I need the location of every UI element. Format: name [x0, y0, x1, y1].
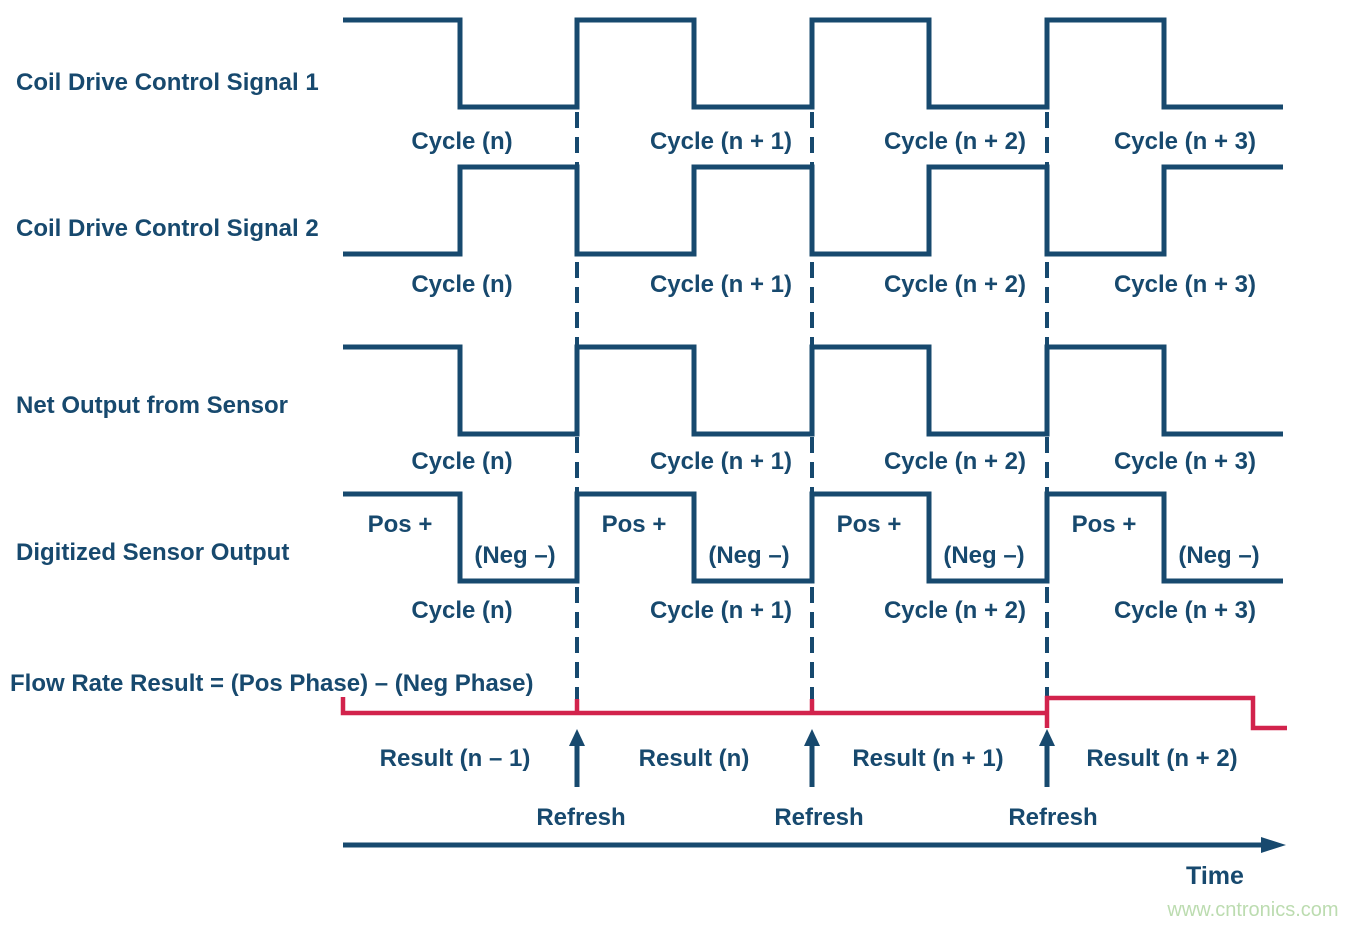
cycle-label: Cycle (n): [411, 448, 512, 475]
pos-phase-label: Pos +: [368, 511, 433, 538]
cycle-label: Cycle (n + 1): [650, 271, 792, 298]
cycle-label: Cycle (n + 1): [650, 448, 792, 475]
row-label-digitized-output: Digitized Sensor Output: [16, 539, 289, 566]
cycle-label: Cycle (n + 3): [1114, 597, 1256, 624]
cycle-label: Cycle (n): [411, 271, 512, 298]
flow-result-main-segment: [340, 697, 1047, 716]
cycle-label: Cycle (n + 3): [1114, 271, 1256, 298]
refresh-arrow-up-icon: [1039, 729, 1055, 746]
net-output-waveform: [343, 344, 1283, 437]
cycle-label: Cycle (n): [411, 128, 512, 155]
refresh-label: Refresh: [774, 804, 863, 831]
result-label: Result (n + 1): [852, 745, 1003, 772]
cycle-label: Cycle (n): [411, 597, 512, 624]
refresh-arrows: [569, 729, 1055, 787]
cycle-label: Cycle (n + 1): [650, 597, 792, 624]
flow-result-step-segment: [1044, 695, 1287, 731]
time-axis-label: Time: [1186, 862, 1244, 890]
result-label: Result (n – 1): [380, 745, 531, 772]
refresh-arrow-up-icon: [804, 729, 820, 746]
time-axis: [343, 837, 1286, 853]
row-label-net-output: Net Output from Sensor: [16, 392, 288, 419]
refresh-label: Refresh: [536, 804, 625, 831]
result-label: Result (n): [639, 745, 750, 772]
waveforms: [343, 17, 1283, 584]
cycle-label: Cycle (n + 3): [1114, 448, 1256, 475]
cycle-label: Cycle (n + 1): [650, 128, 792, 155]
pos-phase-label: Pos +: [837, 511, 902, 538]
cycle-label: Cycle (n + 2): [884, 448, 1026, 475]
row-label-coil-signal-2: Coil Drive Control Signal 2: [16, 215, 319, 242]
refresh-arrow-up-icon: [569, 729, 585, 746]
row-label-flow-rate-result: Flow Rate Result = (Pos Phase) – (Neg Ph…: [10, 670, 533, 697]
result-label: Result (n + 2): [1086, 745, 1237, 772]
time-axis-arrowhead-icon: [1261, 837, 1286, 853]
pos-phase-label: Pos +: [1072, 511, 1137, 538]
neg-phase-label: (Neg –): [943, 542, 1024, 569]
cycle-label: Cycle (n + 2): [884, 597, 1026, 624]
coil-drive-signal-2-waveform: [343, 164, 1283, 257]
neg-phase-label: (Neg –): [708, 542, 789, 569]
neg-phase-label: (Neg –): [474, 542, 555, 569]
refresh-label: Refresh: [1008, 804, 1097, 831]
flow-rate-result-line: [340, 695, 1287, 731]
coil-drive-signal-1-waveform: [343, 17, 1283, 110]
cycle-label: Cycle (n + 2): [884, 128, 1026, 155]
cycle-label: Cycle (n + 2): [884, 271, 1026, 298]
cycle-label: Cycle (n + 3): [1114, 128, 1256, 155]
digitized-output-waveform: [343, 491, 1283, 584]
watermark: www.cntronics.com: [1166, 899, 1338, 921]
pos-phase-label: Pos +: [602, 511, 667, 538]
neg-phase-label: (Neg –): [1178, 542, 1259, 569]
labels: Coil Drive Control Signal 1 Coil Drive C…: [10, 69, 1260, 890]
row-label-coil-signal-1: Coil Drive Control Signal 1: [16, 69, 319, 96]
